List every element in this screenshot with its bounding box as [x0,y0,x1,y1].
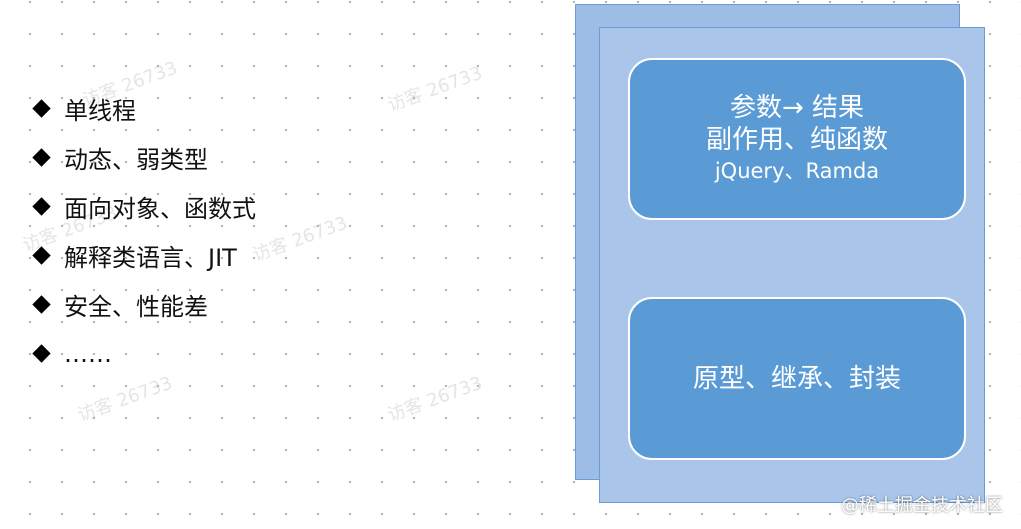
panel-line: 参数→ 结果 [729,93,865,123]
source-credit: @稀土掘金技术社区 [841,495,1003,516]
panel-line: jQuery、Ramda [714,159,880,183]
panel-line: 原型、继承、封装 [692,363,901,394]
watermark-text: 访客 26733 [384,372,486,427]
list-item-label: 安全、性能差 [64,293,208,321]
watermark-text: 访客 26733 [384,62,486,117]
feature-list: 单线程 动态、弱类型 面向对象、函数式 解释类语言、JIT 安全、性能差 …… [30,84,256,378]
list-item: 解释类语言、JIT [30,231,256,280]
panel-line: 副作用、纯函数 [705,125,888,155]
functional-paradigm-panel: 参数→ 结果 副作用、纯函数 jQuery、Ramda [628,58,966,220]
oop-paradigm-panel: 原型、继承、封装 [628,297,966,460]
list-item: 动态、弱类型 [30,133,256,182]
watermark-text: 访客 26733 [249,212,351,267]
list-item-label: …… [64,339,112,368]
diamond-bullet-icon [32,295,51,314]
list-item-label: 解释类语言、JIT [64,244,237,272]
diamond-bullet-icon [32,99,51,118]
diamond-bullet-icon [32,344,51,363]
list-item: …… [30,329,256,378]
list-item-label: 面向对象、函数式 [64,195,256,223]
list-item: 安全、性能差 [30,280,256,329]
list-item-label: 动态、弱类型 [64,146,208,174]
diamond-bullet-icon [32,148,51,167]
diamond-bullet-icon [32,197,51,216]
diamond-bullet-icon [32,246,51,265]
list-item-label: 单线程 [64,97,136,125]
list-item: 面向对象、函数式 [30,182,256,231]
list-item: 单线程 [30,84,256,133]
